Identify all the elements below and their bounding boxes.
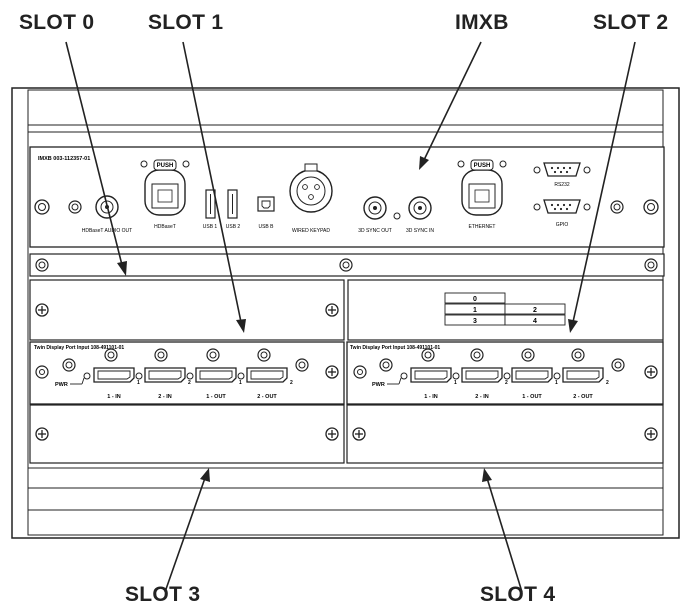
slot2-dp-card: Twin Display Port Input 108-491101-01 PW… xyxy=(346,341,664,405)
slot2-port-1-in: 1 - IN xyxy=(424,394,437,400)
slot-table-cell-3: 3 xyxy=(473,318,477,325)
imxb-right-power-button xyxy=(643,199,659,215)
slot-table-cell-0: 0 xyxy=(473,296,477,303)
slot2-left-button xyxy=(353,365,367,379)
leader-lines xyxy=(65,41,636,593)
slot1-pwr-label: PWR xyxy=(55,382,68,388)
wired-keypad-label: WIRED KEYPAD xyxy=(292,228,330,234)
slot2-port-2-out: 2 - OUT xyxy=(573,394,593,400)
slot2-num-1: 1 xyxy=(454,380,457,386)
slot2-card-title: Twin Display Port Input 108-491101-01 xyxy=(350,345,440,351)
slot2-callout: SLOT 2 xyxy=(593,11,669,34)
sync-led xyxy=(393,212,401,220)
slot1-port-2-out: 2 - OUT xyxy=(257,394,277,400)
slot-table-cell-1: 1 xyxy=(473,307,477,314)
slot1-left-button xyxy=(35,365,49,379)
imxb-board: IMXB 003-112357-01 HDBaseT AUDIO OUT PUS… xyxy=(29,146,665,248)
slot-table-cell-2: 2 xyxy=(533,307,537,314)
slot2-num-2: 2 xyxy=(505,380,508,386)
rs232-label: RS232 xyxy=(554,182,570,188)
slot3-blank-plate xyxy=(29,404,345,464)
usb-b-port xyxy=(257,196,275,212)
usb2-label: USB 2 xyxy=(226,224,241,230)
slot2-num-2b: 2 xyxy=(606,380,609,386)
slot1-callout: SLOT 1 xyxy=(148,11,224,34)
blank-strip xyxy=(29,253,665,277)
slot0-callout: SLOT 0 xyxy=(19,11,95,34)
slot1-dp-card: Twin Display Port Input 108-491101-01 PW… xyxy=(29,341,345,405)
imxb-ring-right xyxy=(610,200,624,214)
usb2-port xyxy=(227,189,238,219)
sync-in-label: 3D SYNC IN xyxy=(406,228,434,234)
slot1-num-1b: 1 xyxy=(239,380,242,386)
hdbaset-label: HDBaseT xyxy=(154,224,176,230)
usb1-port xyxy=(205,189,216,219)
hdbaset-connector: PUSH xyxy=(140,159,190,216)
ethernet-push-label: PUSH xyxy=(474,163,491,169)
imxb-left-power-button xyxy=(34,199,50,215)
slot1-port-1-in: 1 - IN xyxy=(107,394,120,400)
slot2-num-1b: 1 xyxy=(555,380,558,386)
sync-out-label: 3D SYNC OUT xyxy=(358,228,392,234)
ethernet-connector: PUSH xyxy=(457,159,507,216)
slot3-callout: SLOT 3 xyxy=(125,583,201,606)
slot4-blank-plate xyxy=(346,404,664,464)
usb1-label: USB 1 xyxy=(203,224,218,230)
sync-in-bnc xyxy=(408,196,432,220)
hdbaset-push-label: PUSH xyxy=(157,163,174,169)
gpio-port xyxy=(533,199,591,214)
slot-table-cell-4: 4 xyxy=(533,318,537,325)
slot1-card-title: Twin Display Port Input 108-491101-01 xyxy=(34,345,124,351)
gpio-label: GPIO xyxy=(556,222,569,228)
slot4-callout: SLOT 4 xyxy=(480,583,556,606)
slot-number-table: 0 1 2 3 4 xyxy=(347,279,664,341)
slot0-blank-plate xyxy=(29,279,345,341)
imxb-ring-left xyxy=(68,200,82,214)
usb-b-label: USB B xyxy=(258,224,274,230)
slot1-num-2: 2 xyxy=(188,380,191,386)
slot1-port-1-out: 1 - OUT xyxy=(206,394,226,400)
rs232-port xyxy=(533,162,591,177)
slot1-num-2b: 2 xyxy=(290,380,293,386)
slot2-port-2-in: 2 - IN xyxy=(475,394,488,400)
imxb-callout: IMXB xyxy=(455,11,509,34)
imxb-part-label: IMXB 003-112357-01 xyxy=(38,156,90,162)
slot1-port-2-in: 2 - IN xyxy=(158,394,171,400)
hdbaset-audio-out-label: HDBaseT AUDIO OUT xyxy=(82,228,132,234)
slot2-port-1-out: 1 - OUT xyxy=(522,394,542,400)
ethernet-label: ETHERNET xyxy=(469,224,496,230)
slot2-pwr-label: PWR xyxy=(372,382,385,388)
slot1-num-1: 1 xyxy=(137,380,140,386)
sync-out-bnc xyxy=(363,196,387,220)
wired-keypad-xlr xyxy=(289,163,333,213)
